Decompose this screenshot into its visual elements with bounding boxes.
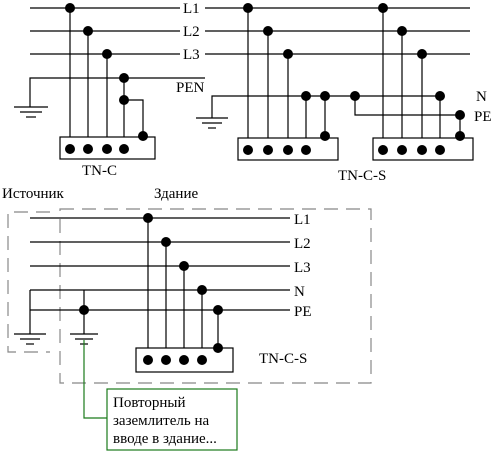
tn-c-s-top-caption: TN-C-S	[338, 168, 386, 184]
tn-c-l3-junction	[102, 49, 112, 59]
callout-line-3: вводе в здание...	[113, 431, 217, 447]
terminal-dot	[102, 144, 112, 154]
tn-c-s-top-pe-line	[354, 96, 460, 116]
tn-c-s-top-label-n: N	[476, 89, 487, 105]
terminal-dot	[65, 144, 75, 154]
tn-c-s-top-label-pe: PE	[474, 109, 492, 125]
bottom-label-l1: L1	[294, 212, 311, 228]
source-dashed-box	[7, 211, 50, 353]
tn-c-l2-junction	[83, 26, 93, 36]
tn-c-pen-line	[29, 77, 205, 107]
tn-c-l1-junction	[65, 3, 75, 13]
building-label: Здание	[154, 186, 198, 202]
tn-c-s-top-scheme: N PE TN-C-S	[196, 3, 492, 184]
callout-line-2: заземлитель на	[113, 413, 209, 429]
repeated-ground-junction	[79, 305, 89, 315]
tn-c-label-l3: L3	[183, 47, 200, 63]
callout-line-1: Повторный	[113, 395, 186, 411]
tn-c-label-pen: PEN	[176, 80, 205, 96]
tn-c-caption: TN-C	[82, 163, 117, 179]
bottom-label-l3: L3	[294, 260, 311, 276]
terminal-dot	[138, 131, 148, 141]
terminal-dot	[83, 144, 93, 154]
callout-box	[106, 388, 238, 451]
tn-c-s-bottom-scheme: Источник Здание	[2, 186, 372, 451]
bottom-label-l2: L2	[294, 236, 311, 252]
terminal-dot	[119, 144, 129, 154]
callout-leader	[83, 340, 107, 419]
tn-c-s-top-n-line	[211, 95, 440, 118]
building-dashed-box	[59, 208, 372, 384]
tn-c-scheme: L1 L2 L3 PEN TN-C	[14, 1, 205, 179]
source-label: Источник	[2, 186, 65, 202]
tn-c-label-l2: L2	[183, 24, 200, 40]
bottom-label-pe: PE	[294, 304, 312, 320]
tn-c-s-bottom-caption: TN-C-S	[259, 351, 307, 367]
tn-c-label-l1: L1	[183, 1, 200, 17]
bottom-label-n: N	[294, 284, 305, 300]
tn-c-pen-junction	[119, 73, 129, 83]
